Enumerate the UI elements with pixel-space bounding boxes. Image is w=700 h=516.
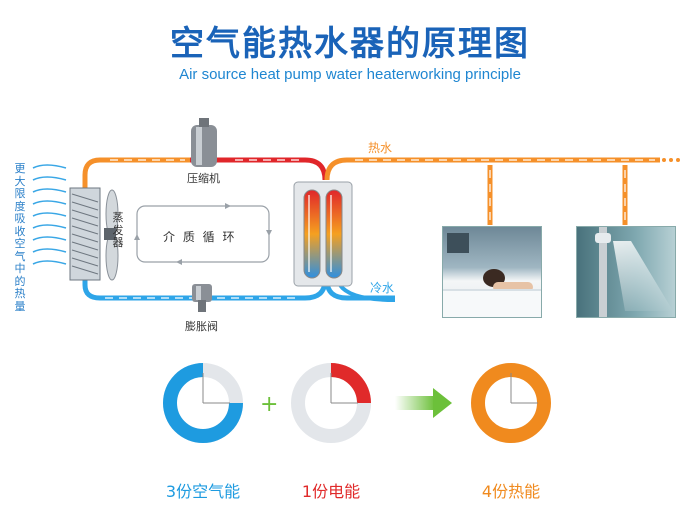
heat-energy-caption: 4份热能 [481,482,541,501]
compressor [191,118,217,167]
water-tank [293,181,353,287]
bathtub-image [442,226,542,318]
cycle-label: 介 质 循 环 [163,230,237,244]
absorb-heat-label: 更大限度吸收空气中的热量 [14,162,26,313]
expansion-valve-label: 膨胀阀 [185,320,218,333]
cold-water-label: 冷水 [370,281,395,295]
air-energy-caption: 3份空气能 [165,482,241,501]
evaporator [69,187,119,281]
hot-water-end-dots [662,158,680,162]
expansion-valve [192,284,212,312]
page-title: 空气能热水器的原理图 [170,24,530,64]
energy-ring-air [163,363,243,443]
page-subtitle: Air source heat pump water heaterworking… [179,66,521,83]
plus-sign: + [260,392,279,417]
wind-arrows [32,164,67,265]
evaporator-label: 蒸发器 [112,211,124,249]
energy-ring-heat [471,363,551,443]
electric-energy-caption: 1份电能 [301,482,361,501]
hot-loop [82,157,660,225]
compressor-label: 压缩机 [187,172,220,185]
hot-water-label: 热水 [368,141,393,155]
result-arrow [395,388,452,418]
energy-ring-electric [291,363,371,443]
shower-image [576,226,676,318]
